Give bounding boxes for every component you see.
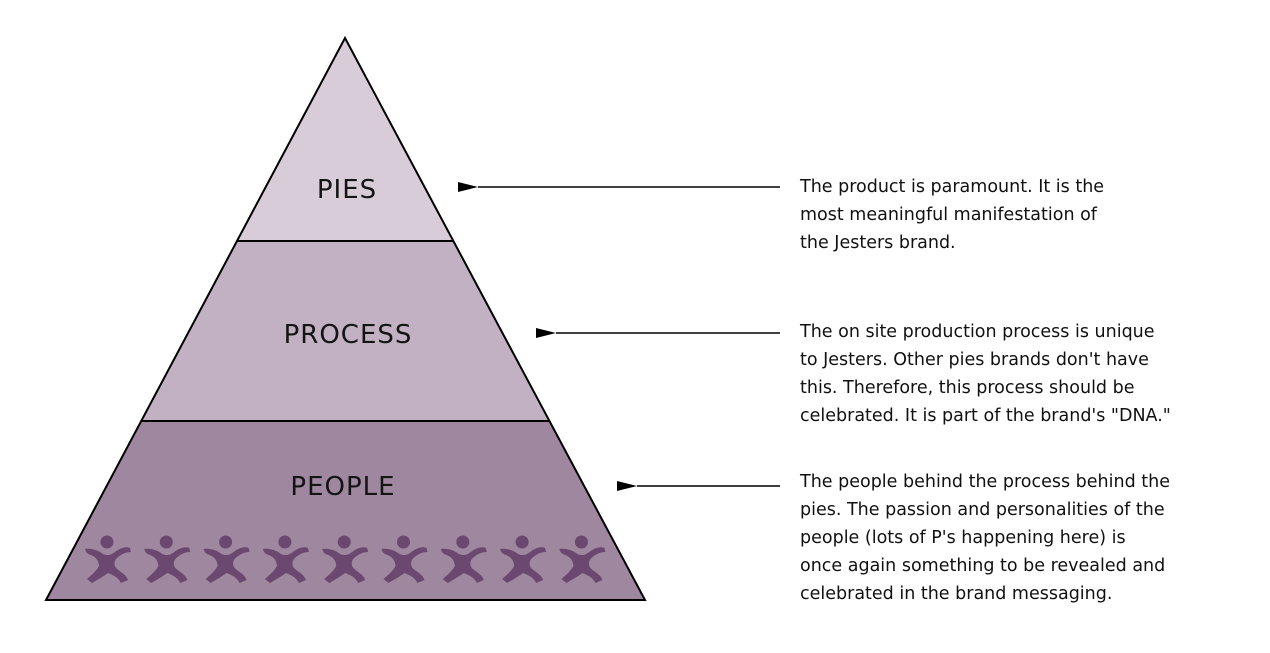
people-label: PEOPLE <box>290 472 395 502</box>
pyramid-outline <box>44 35 647 601</box>
pies-tier <box>237 38 454 241</box>
pies-label: PIES <box>317 175 377 205</box>
people-tier <box>46 421 645 600</box>
people-description: The people behind the process behind the… <box>800 472 1170 604</box>
process-description: The on site production process is unique… <box>800 322 1171 426</box>
process-tier <box>141 241 550 421</box>
pies-description: The product is paramount. It is the most… <box>800 177 1105 253</box>
process-label: PROCESS <box>284 320 413 350</box>
